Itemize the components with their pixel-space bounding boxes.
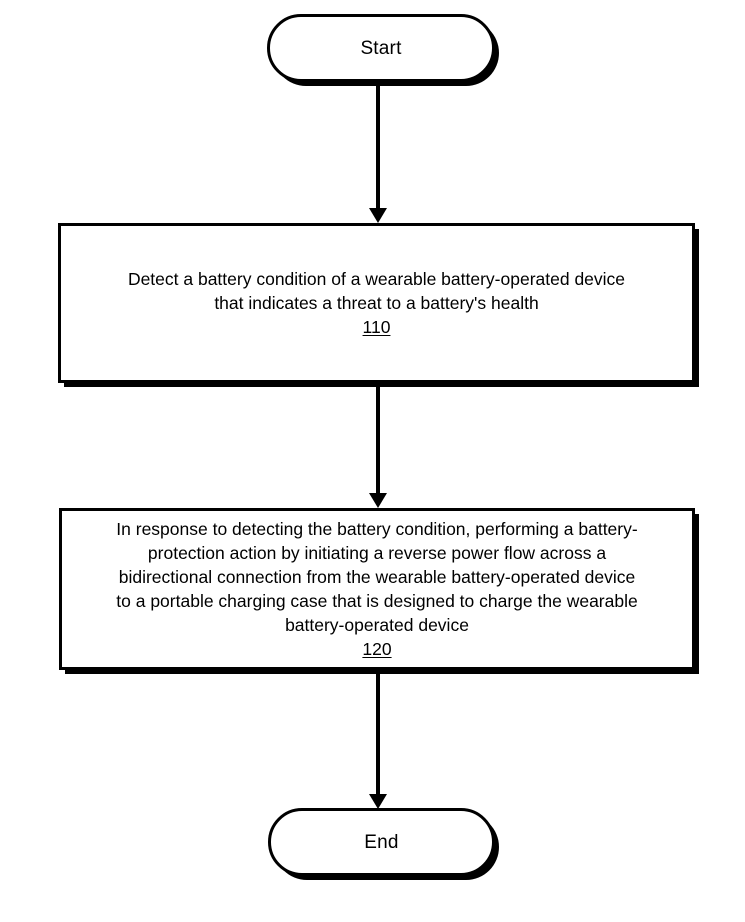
node-step-120-reference: 120 [362,639,392,659]
node-step-110-content: Detect a battery condition of a wearable… [61,267,692,339]
node-step-120-line-4: to a portable charging case that is desi… [116,591,638,611]
arrowhead-icon [369,493,387,508]
node-step-110-line-2: that indicates a threat to a battery's h… [214,293,539,313]
node-start-label: Start [360,37,402,59]
node-step-120-line-1: In response to detecting the battery con… [116,519,638,539]
node-start: Start [267,14,495,82]
connector-shaft [376,385,380,493]
node-step-120: In response to detecting the battery con… [59,508,695,670]
node-step-110-reference: 110 [362,317,391,337]
connector-shaft [376,82,380,208]
node-end: End [268,808,495,876]
arrowhead-icon [369,794,387,809]
node-step-120-line-2: protection action by initiating a revers… [147,543,607,563]
node-step-110: Detect a battery condition of a wearable… [58,223,695,383]
node-end-label: End [364,831,399,853]
node-step-120-content: In response to detecting the battery con… [62,517,692,661]
arrowhead-icon [369,208,387,223]
connector-shaft [376,672,380,794]
node-step-120-line-5: battery-operated device [285,615,469,635]
node-step-110-line-1: Detect a battery condition of a wearable… [127,269,626,289]
node-step-120-line-3: bidirectional connection from the wearab… [118,567,636,587]
